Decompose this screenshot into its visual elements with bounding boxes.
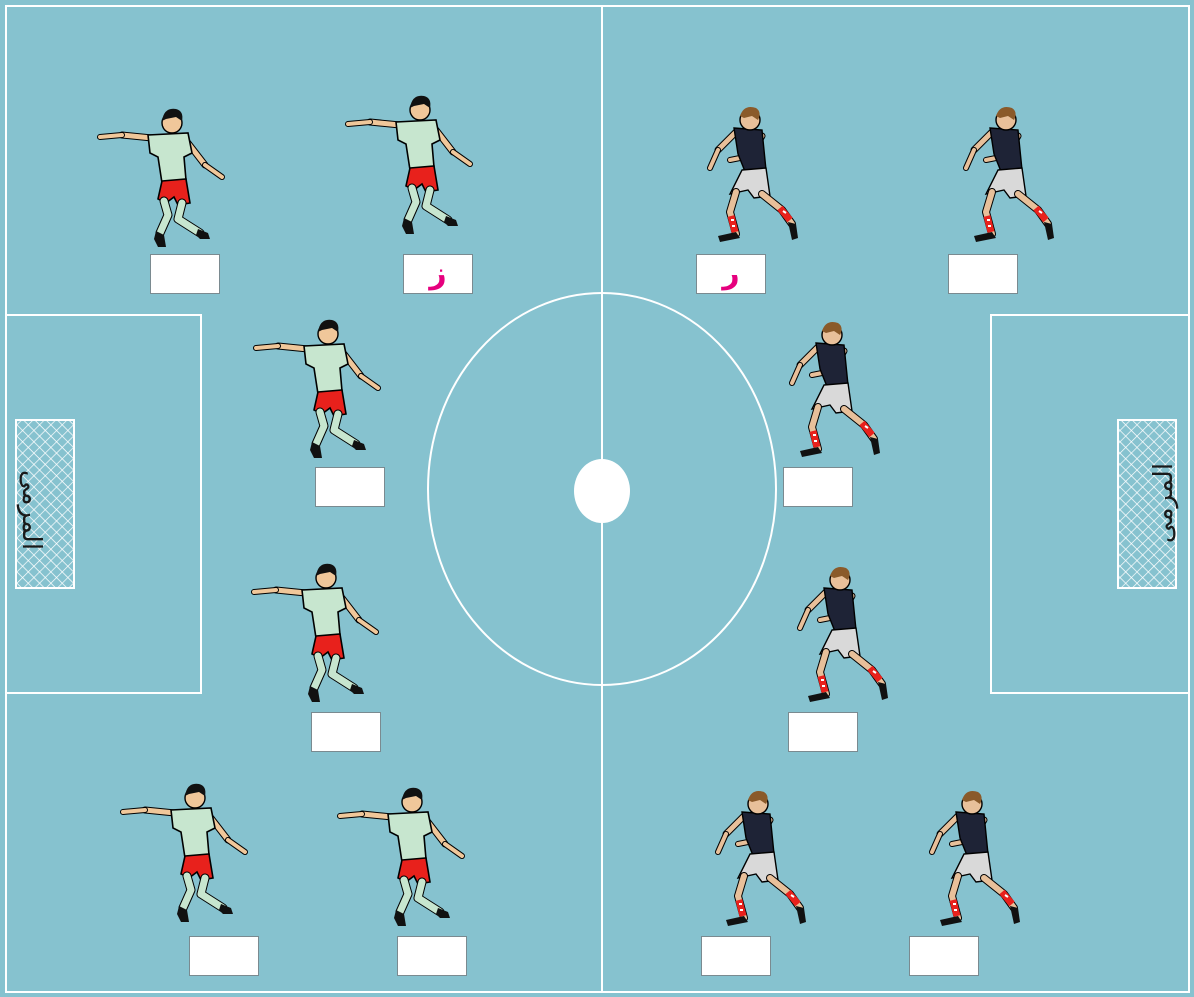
- left-answer-box-4[interactable]: [311, 712, 381, 752]
- right-answer-box-3[interactable]: [783, 467, 853, 507]
- left-goal-label: المرمى: [18, 470, 44, 550]
- left-answer-box-2[interactable]: ز: [403, 254, 473, 294]
- right-answer-box-2[interactable]: [948, 254, 1018, 294]
- right-answer-box-4[interactable]: [788, 712, 858, 752]
- left-answer-box-1[interactable]: [150, 254, 220, 294]
- left-answer-box-5[interactable]: [189, 936, 259, 976]
- right-answer-box-5[interactable]: [701, 936, 771, 976]
- center-spot: [574, 459, 630, 523]
- right-answer-box-6[interactable]: [909, 936, 979, 976]
- left-answer-box-3[interactable]: [315, 467, 385, 507]
- right-answer-box-1[interactable]: ر: [696, 254, 766, 294]
- right-goal-label: المرمى: [1151, 463, 1177, 543]
- left-answer-box-6[interactable]: [397, 936, 467, 976]
